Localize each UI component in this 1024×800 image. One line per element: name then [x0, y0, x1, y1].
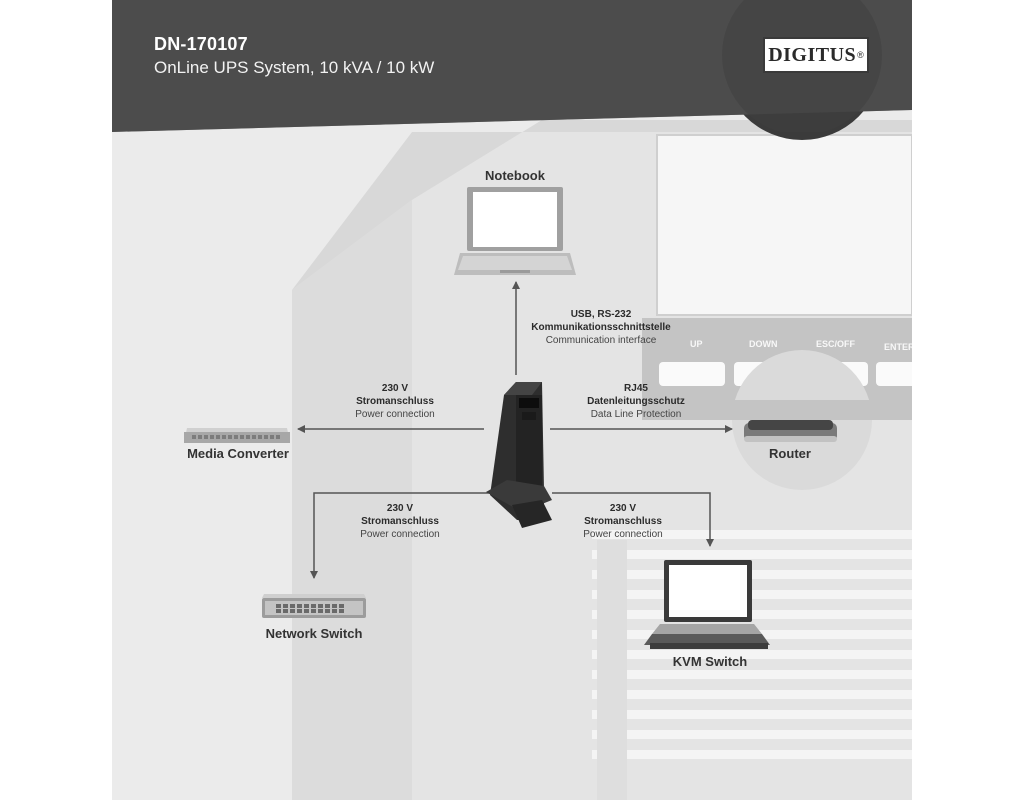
connection-label-notebook: USB, RS-232 Kommunikationsschnittstelle …: [516, 308, 686, 347]
conn-notebook-line2: Kommunikationsschnittstelle: [531, 322, 671, 333]
conn-media-line2: Stromanschluss: [356, 396, 434, 407]
product-model: DN-170107: [154, 34, 248, 54]
conn-router-line3: Data Line Protection: [590, 409, 682, 420]
conn-network-line3: Power connection: [360, 529, 440, 540]
notebook-icon: [454, 187, 576, 275]
bg-button-up-label: UP: [690, 339, 703, 349]
connection-label-kvm-switch: 230 V Stromanschluss Power connection: [563, 502, 683, 541]
arrow-to-kvm-switch: [552, 492, 714, 547]
diagram-canvas: UP DOWN ESC/OFF ENTER DN-1701: [112, 0, 912, 800]
logo-text: DIGITUS: [768, 43, 857, 66]
notebook-label: Notebook: [485, 168, 545, 183]
conn-network-line2: Stromanschluss: [361, 516, 439, 527]
router-icon: [744, 420, 837, 442]
ups-tower-icon: [486, 382, 552, 528]
conn-kvm-line2: Stromanschluss: [584, 516, 662, 527]
network-switch-label: Network Switch: [265, 626, 363, 641]
conn-kvm-line1: 230 V: [609, 503, 637, 514]
conn-router-line2: Datenleitungsschutz: [587, 396, 685, 407]
conn-media-line1: 230 V: [381, 383, 409, 394]
connection-label-router: RJ45 Datenleitungsschutz Data Line Prote…: [576, 382, 696, 421]
conn-notebook-line3: Communication interface: [545, 335, 657, 346]
digitus-logo: DIGITUS®: [763, 37, 869, 73]
kvm-switch-icon: [644, 560, 770, 649]
kvm-switch-label: KVM Switch: [672, 654, 748, 669]
bg-button-esc-label: ESC/OFF: [816, 339, 856, 349]
bg-button-enter-label: ENTER: [884, 342, 912, 352]
router-label: Router: [769, 446, 811, 461]
conn-notebook-line1: USB, RS-232: [570, 309, 632, 320]
media-converter-label: Media Converter: [187, 446, 289, 461]
logo-registered-mark: ®: [857, 50, 864, 60]
conn-media-line3: Power connection: [355, 409, 435, 420]
product-subtitle: OnLine UPS System, 10 kVA / 10 kW: [154, 58, 435, 77]
conn-router-line1: RJ45: [624, 383, 648, 394]
conn-kvm-line3: Power connection: [583, 529, 663, 540]
bg-button-down-label: DOWN: [749, 339, 778, 349]
connection-label-network-switch: 230 V Stromanschluss Power connection: [340, 502, 460, 541]
connection-label-media-converter: 230 V Stromanschluss Power connection: [335, 382, 455, 421]
connection-arrows: [297, 281, 733, 579]
network-switch-icon: [262, 594, 366, 618]
arrow-to-network-switch: [310, 492, 492, 579]
media-converter-icon: [184, 428, 290, 443]
conn-network-line1: 230 V: [386, 503, 414, 514]
